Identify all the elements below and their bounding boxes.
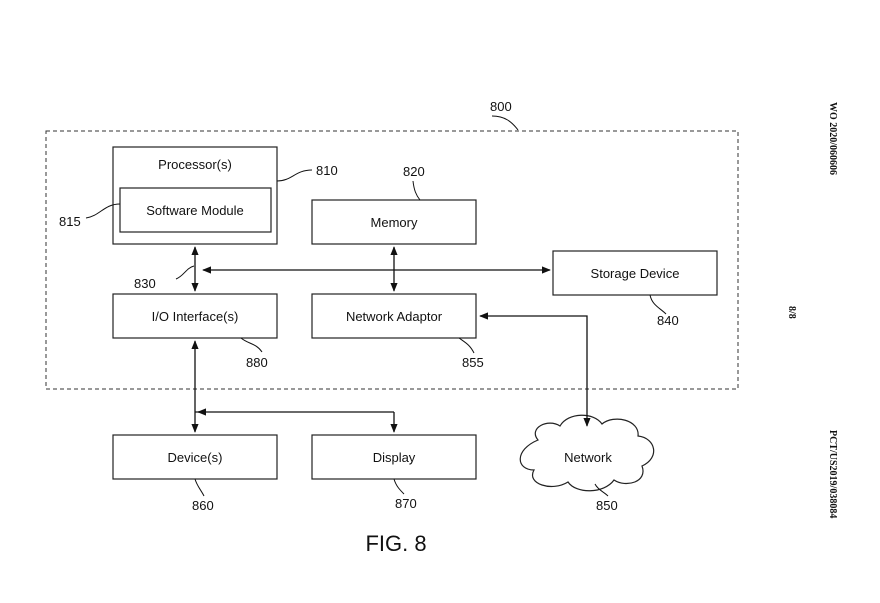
storage-device-block bbox=[552, 250, 718, 296]
network-leader bbox=[594, 483, 609, 497]
software-module-leader bbox=[85, 203, 121, 219]
memory-block bbox=[311, 199, 477, 245]
figure-caption: FIG. 8 bbox=[365, 531, 426, 556]
memory-leader bbox=[412, 180, 421, 201]
ref-850: 850 bbox=[596, 498, 618, 513]
ref-830: 830 bbox=[134, 276, 156, 291]
ref-815: 815 bbox=[59, 214, 81, 229]
ref-855: 855 bbox=[462, 355, 484, 370]
application-number: PCT/US2019/038084 bbox=[827, 430, 838, 518]
ref-840: 840 bbox=[657, 313, 679, 328]
display-label: Display bbox=[373, 450, 416, 465]
network-adaptor-leader bbox=[458, 337, 475, 354]
devices-leader bbox=[194, 478, 205, 497]
ref-810: 810 bbox=[316, 163, 338, 178]
devices-label: Device(s) bbox=[168, 450, 223, 465]
adaptor-network-link bbox=[479, 312, 591, 427]
ref-800: 800 bbox=[490, 99, 512, 114]
display-block bbox=[311, 434, 477, 480]
io-interface-leader bbox=[240, 337, 263, 353]
storage-device-leader bbox=[649, 294, 667, 315]
ref-860: 860 bbox=[192, 498, 214, 513]
publication-number: WO 2020/060606 bbox=[827, 102, 838, 175]
bus-leader bbox=[175, 265, 195, 280]
ref-880: 880 bbox=[246, 355, 268, 370]
ref-820: 820 bbox=[403, 164, 425, 179]
network-adaptor-block bbox=[311, 293, 477, 339]
io-interface-block bbox=[112, 293, 278, 339]
network-adaptor-label: Network Adaptor bbox=[346, 309, 443, 324]
sheet-number: 8/8 bbox=[786, 306, 797, 319]
software-module-label: Software Module bbox=[146, 203, 244, 218]
io-interface-label: I/O Interface(s) bbox=[152, 309, 239, 324]
network-label: Network bbox=[564, 450, 612, 465]
processor-label: Processor(s) bbox=[158, 157, 232, 172]
processor-leader bbox=[276, 169, 313, 182]
system-leader bbox=[491, 115, 519, 131]
devices-block bbox=[112, 434, 278, 480]
system-boundary bbox=[45, 130, 739, 390]
ref-870: 870 bbox=[395, 496, 417, 511]
storage-device-label: Storage Device bbox=[591, 266, 680, 281]
display-leader bbox=[393, 478, 405, 495]
memory-label: Memory bbox=[371, 215, 418, 230]
software-module-block bbox=[119, 187, 272, 233]
